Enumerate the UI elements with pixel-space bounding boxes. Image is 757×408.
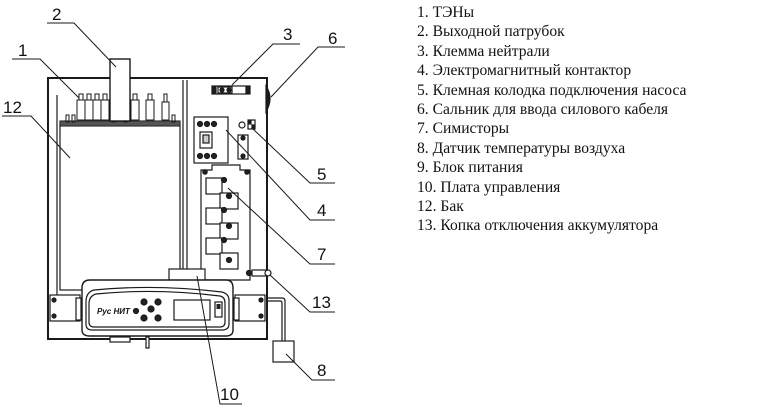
- panel-button: [140, 314, 148, 322]
- panel-brand-logo: Рус НИТ: [97, 307, 131, 316]
- mounting-bracket-left: [49, 294, 82, 322]
- control-board: [168, 268, 206, 282]
- leader-line-2: [47, 22, 117, 68]
- panel-button: [140, 298, 148, 306]
- pump-terminal-block: [238, 119, 256, 130]
- callout-8: 8: [317, 361, 326, 380]
- callout-10: 10: [220, 385, 239, 404]
- legend-item: 3. Клемма нейтрали: [417, 42, 550, 60]
- control-panel: [81, 279, 234, 349]
- callout-2: 2: [52, 5, 61, 24]
- legend-item: 10. Плата управления: [417, 178, 561, 196]
- neutral-terminal: [211, 85, 251, 95]
- leader-line-13: [269, 274, 335, 313]
- heating-element: [161, 93, 170, 121]
- panel-button: [154, 298, 162, 306]
- heating-elements: [65, 93, 176, 123]
- leader-line-8: [285, 353, 335, 381]
- triac: [205, 236, 239, 270]
- tank: [56, 95, 181, 300]
- callout-7: 7: [317, 245, 326, 264]
- callout-4: 4: [317, 201, 326, 220]
- cable-gland: [265, 84, 271, 115]
- power-switch: [214, 301, 223, 318]
- heating-element: [130, 93, 140, 121]
- callout-13: 13: [312, 293, 331, 312]
- component-legend: 1. ТЭНы 2. Выходной патрубок 3. Клемма н…: [417, 3, 686, 236]
- legend-item: 7. Симисторы: [417, 120, 510, 138]
- leader-lines: [2, 22, 345, 405]
- legend-item: 1. ТЭНы: [417, 4, 475, 21]
- triac: [205, 206, 239, 240]
- leader-line-7: [227, 187, 335, 265]
- legend-item: 2. Выходной патрубок: [417, 23, 565, 41]
- outlet-pipe: [109, 58, 131, 122]
- battery-disconnect-button: [245, 269, 272, 277]
- triac-module: [200, 164, 251, 281]
- legend-item: 13. Копка отключения аккумулятора: [417, 217, 659, 235]
- power-supply: [237, 134, 249, 160]
- callout-5: 5: [317, 165, 326, 184]
- leader-line-1: [12, 58, 80, 99]
- legend-item: 4. Электромагнитный контактор: [417, 62, 632, 80]
- legend-item: 5. Клемная колодка подключения насоса: [417, 81, 687, 99]
- panel-button: [147, 305, 155, 313]
- heating-element: [92, 93, 102, 121]
- heating-element: [145, 93, 155, 121]
- callout-12: 12: [3, 98, 22, 117]
- callout-numbers: 2 1 12 3 6 5 4 7 13 8 10: [3, 5, 337, 404]
- display-screen: [173, 299, 211, 321]
- leader-line-6: [270, 46, 345, 98]
- legend-item: 9. Блок питания: [417, 159, 523, 177]
- triac: [205, 176, 239, 210]
- heating-element: [84, 93, 94, 121]
- heating-element: [100, 93, 110, 121]
- contactor: [193, 116, 229, 164]
- callout-1: 1: [18, 41, 27, 60]
- mounting-bracket-right: [233, 294, 266, 322]
- air-temperature-sensor: [267, 297, 295, 363]
- legend-item: 12. Бак: [417, 198, 464, 216]
- leader-line-5: [251, 127, 335, 184]
- leader-line-10: [196, 275, 242, 405]
- leader-line-4: [225, 129, 335, 221]
- legend-item: 8. Датчик температуры воздуха: [417, 139, 626, 157]
- boiler-diagram: 2 1 12 3 6 5 4 7 13 8 10 Рус НИТ: [2, 5, 345, 405]
- callout-3: 3: [283, 25, 292, 44]
- panel-button: [154, 314, 162, 322]
- leader-line-12: [2, 115, 71, 159]
- legend-item: 6. Сальник для ввода силового кабеля: [417, 101, 669, 119]
- cabinet-frame: [47, 77, 268, 340]
- leader-line-3: [231, 43, 300, 86]
- callout-6: 6: [328, 29, 337, 48]
